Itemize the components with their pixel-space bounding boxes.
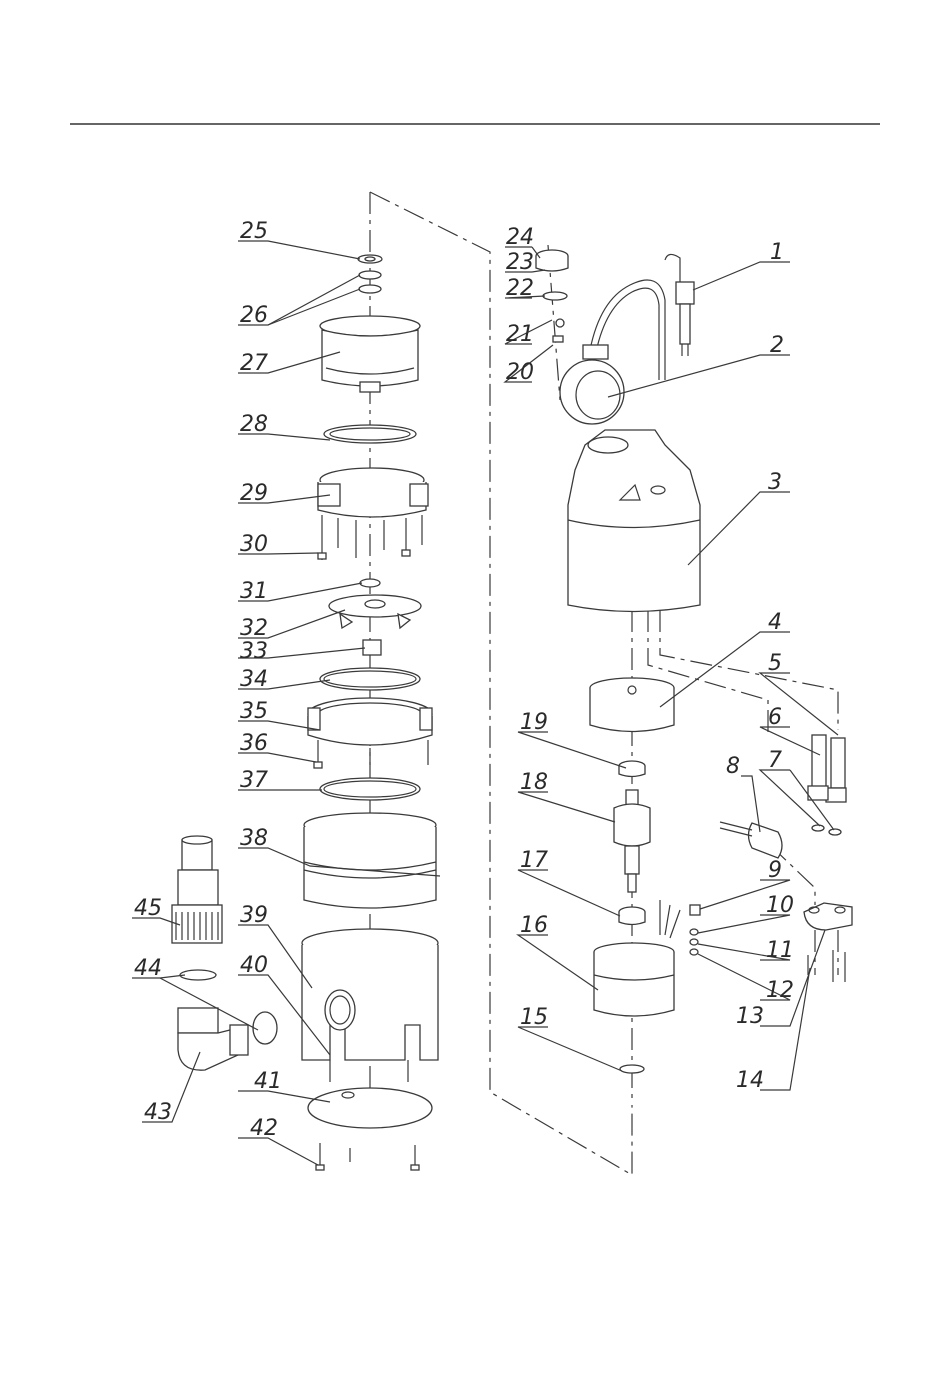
part-28-seal-ring	[324, 425, 416, 443]
part-45-hose-adapter	[172, 836, 222, 943]
part-8-capacitor	[720, 822, 782, 858]
callout-40: 40	[240, 953, 268, 978]
callout-25: 25	[240, 219, 268, 244]
callout-2: 2	[770, 333, 784, 358]
part-42-screws	[316, 1143, 419, 1170]
part-31-washer	[360, 579, 380, 587]
callout-36: 36	[240, 731, 268, 756]
callout-29: 29	[240, 481, 268, 506]
part-4-motor-bell	[590, 678, 674, 732]
callout-35: 35	[240, 699, 268, 724]
callout-15: 15	[520, 1005, 548, 1030]
part-24-cap	[536, 250, 568, 271]
callout-21: 21	[506, 322, 534, 347]
part-15-washer	[620, 1065, 644, 1073]
part-21-spring	[553, 336, 563, 342]
callout-8: 8	[726, 754, 740, 779]
callout-34: 34	[240, 667, 268, 692]
callout-26: 26	[240, 303, 268, 328]
part-22-small-ball	[556, 319, 564, 327]
callout-38: 38	[240, 826, 268, 851]
callout-5: 5	[768, 651, 782, 676]
part-38-filter-sleeve	[304, 813, 436, 908]
callout-11: 11	[766, 938, 794, 963]
callout-27: 27	[240, 351, 268, 376]
callout-12: 12	[766, 978, 794, 1003]
part-13-cable-bracket	[804, 903, 852, 930]
part-1-power-cord-plug	[590, 254, 694, 380]
part-23-washer	[543, 292, 567, 300]
part-5-capacitor-holder	[826, 738, 846, 802]
callout-7: 7	[768, 748, 782, 773]
part-40-screws	[330, 1060, 408, 1082]
part-35-pump-housing-ring	[308, 698, 432, 745]
part-3-motor-housing	[568, 430, 700, 612]
callout-39: 39	[240, 903, 268, 928]
callout-32: 32	[240, 616, 268, 641]
part-18-rotor	[614, 790, 650, 892]
callout-33: 33	[240, 639, 268, 664]
callout-16: 16	[520, 913, 548, 938]
callout-43: 43	[144, 1100, 172, 1125]
part-33-nut	[363, 640, 381, 655]
callout-17: 17	[520, 848, 548, 873]
callout-13: 13	[736, 1004, 764, 1029]
callout-23: 23	[506, 250, 534, 275]
part-9-cable-clip	[690, 905, 700, 915]
part-14-screws	[808, 950, 845, 982]
part-43-elbow	[178, 1008, 248, 1070]
callout-14: 14	[736, 1068, 764, 1093]
part-25-washer	[358, 255, 382, 263]
callout-22: 22	[506, 276, 534, 301]
part-10-12-terminals	[690, 929, 698, 955]
part-39-pump-base	[302, 929, 438, 1060]
callout-28: 28	[240, 412, 268, 437]
callout-20: 20	[506, 360, 534, 385]
callout-18: 18	[520, 770, 548, 795]
part-7-washers	[812, 825, 841, 835]
part-6-capacitor-holder	[808, 735, 828, 800]
callout-9: 9	[768, 858, 782, 883]
callout-6: 6	[768, 705, 782, 730]
part-19-bearing	[619, 761, 645, 777]
part-34-o-ring	[320, 668, 420, 690]
callout-19: 19	[520, 710, 548, 735]
callout-37: 37	[240, 768, 268, 793]
part-2-float-switch	[560, 345, 624, 424]
callout-30: 30	[240, 532, 268, 557]
callout-1: 1	[770, 240, 784, 265]
callout-3: 3	[768, 470, 782, 495]
callout-45: 45	[134, 896, 162, 921]
callout-42: 42	[250, 1116, 278, 1141]
part-41-base-plate	[308, 1088, 432, 1128]
part-32-impeller	[329, 595, 421, 628]
callout-10: 10	[766, 893, 794, 918]
part-29-cover-ring	[318, 468, 428, 517]
part-17-bearing	[619, 907, 645, 925]
callout-4: 4	[768, 610, 782, 635]
part-37-o-ring	[320, 778, 420, 800]
callout-labels: 25 26 27 28 29 30 31 32 33 34 35 36 37 3…	[134, 219, 794, 1141]
callout-24: 24	[506, 225, 534, 250]
callout-41: 41	[254, 1069, 282, 1094]
callout-31: 31	[240, 579, 268, 604]
callout-44: 44	[134, 956, 162, 981]
